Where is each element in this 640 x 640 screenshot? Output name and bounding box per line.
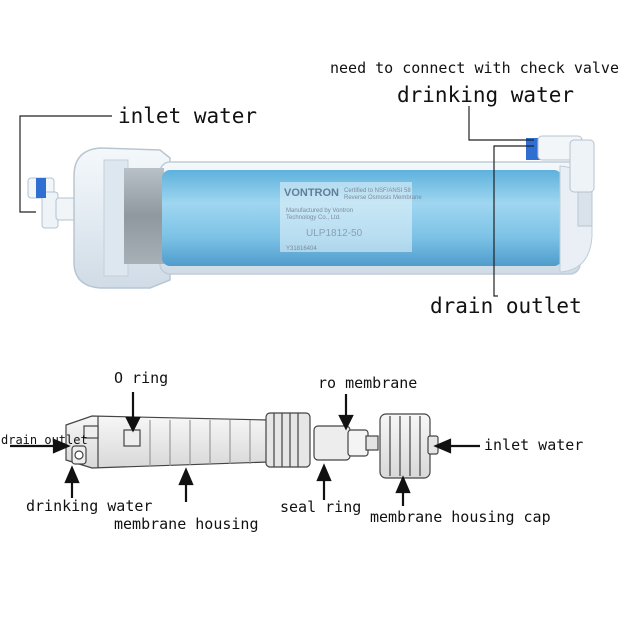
serial-number: Y31816404: [286, 246, 317, 252]
label-membrane-housing: membrane housing: [114, 515, 259, 533]
label-seal-ring: seal ring: [280, 498, 362, 516]
label-small-text: Certified to NSF/ANSI 58: [344, 188, 411, 194]
brand-logo: VONTRON: [284, 187, 339, 199]
label-inlet-water-bottom: inlet water: [484, 436, 584, 454]
label-small-text: Technology Co., Ltd.: [286, 215, 341, 221]
top-housing: VONTRON Certified to NSF/ANSI 58 Reverse…: [27, 135, 595, 289]
bottom-sketch: [65, 412, 439, 479]
label-check-valve-note: need to connect with check valve: [330, 59, 619, 77]
bottom-arrows: [10, 392, 480, 506]
drinking-water-fitting: [526, 135, 595, 193]
label-ro-membrane: ro membrane: [318, 374, 418, 392]
label-o-ring: O ring: [114, 369, 169, 387]
inlet-fitting: [27, 177, 79, 229]
label-inlet-water-top: inlet water: [118, 104, 258, 128]
top-leader-lines: [19, 106, 534, 297]
label-drain-outlet-bottom: drain outlet: [1, 433, 88, 447]
label-membrane-housing-cap: membrane housing cap: [370, 508, 551, 526]
label-drain-outlet-top: drain outlet: [430, 294, 582, 318]
label-small-text: Reverse Osmosis Membrane: [344, 195, 422, 201]
label-drinking-water-top: drinking water: [397, 83, 575, 107]
model-number: ULP1812-50: [306, 228, 363, 239]
label-small-text: Manufactured by Vontron: [286, 208, 353, 214]
label-drinking-water-bottom: drinking water: [26, 497, 153, 515]
